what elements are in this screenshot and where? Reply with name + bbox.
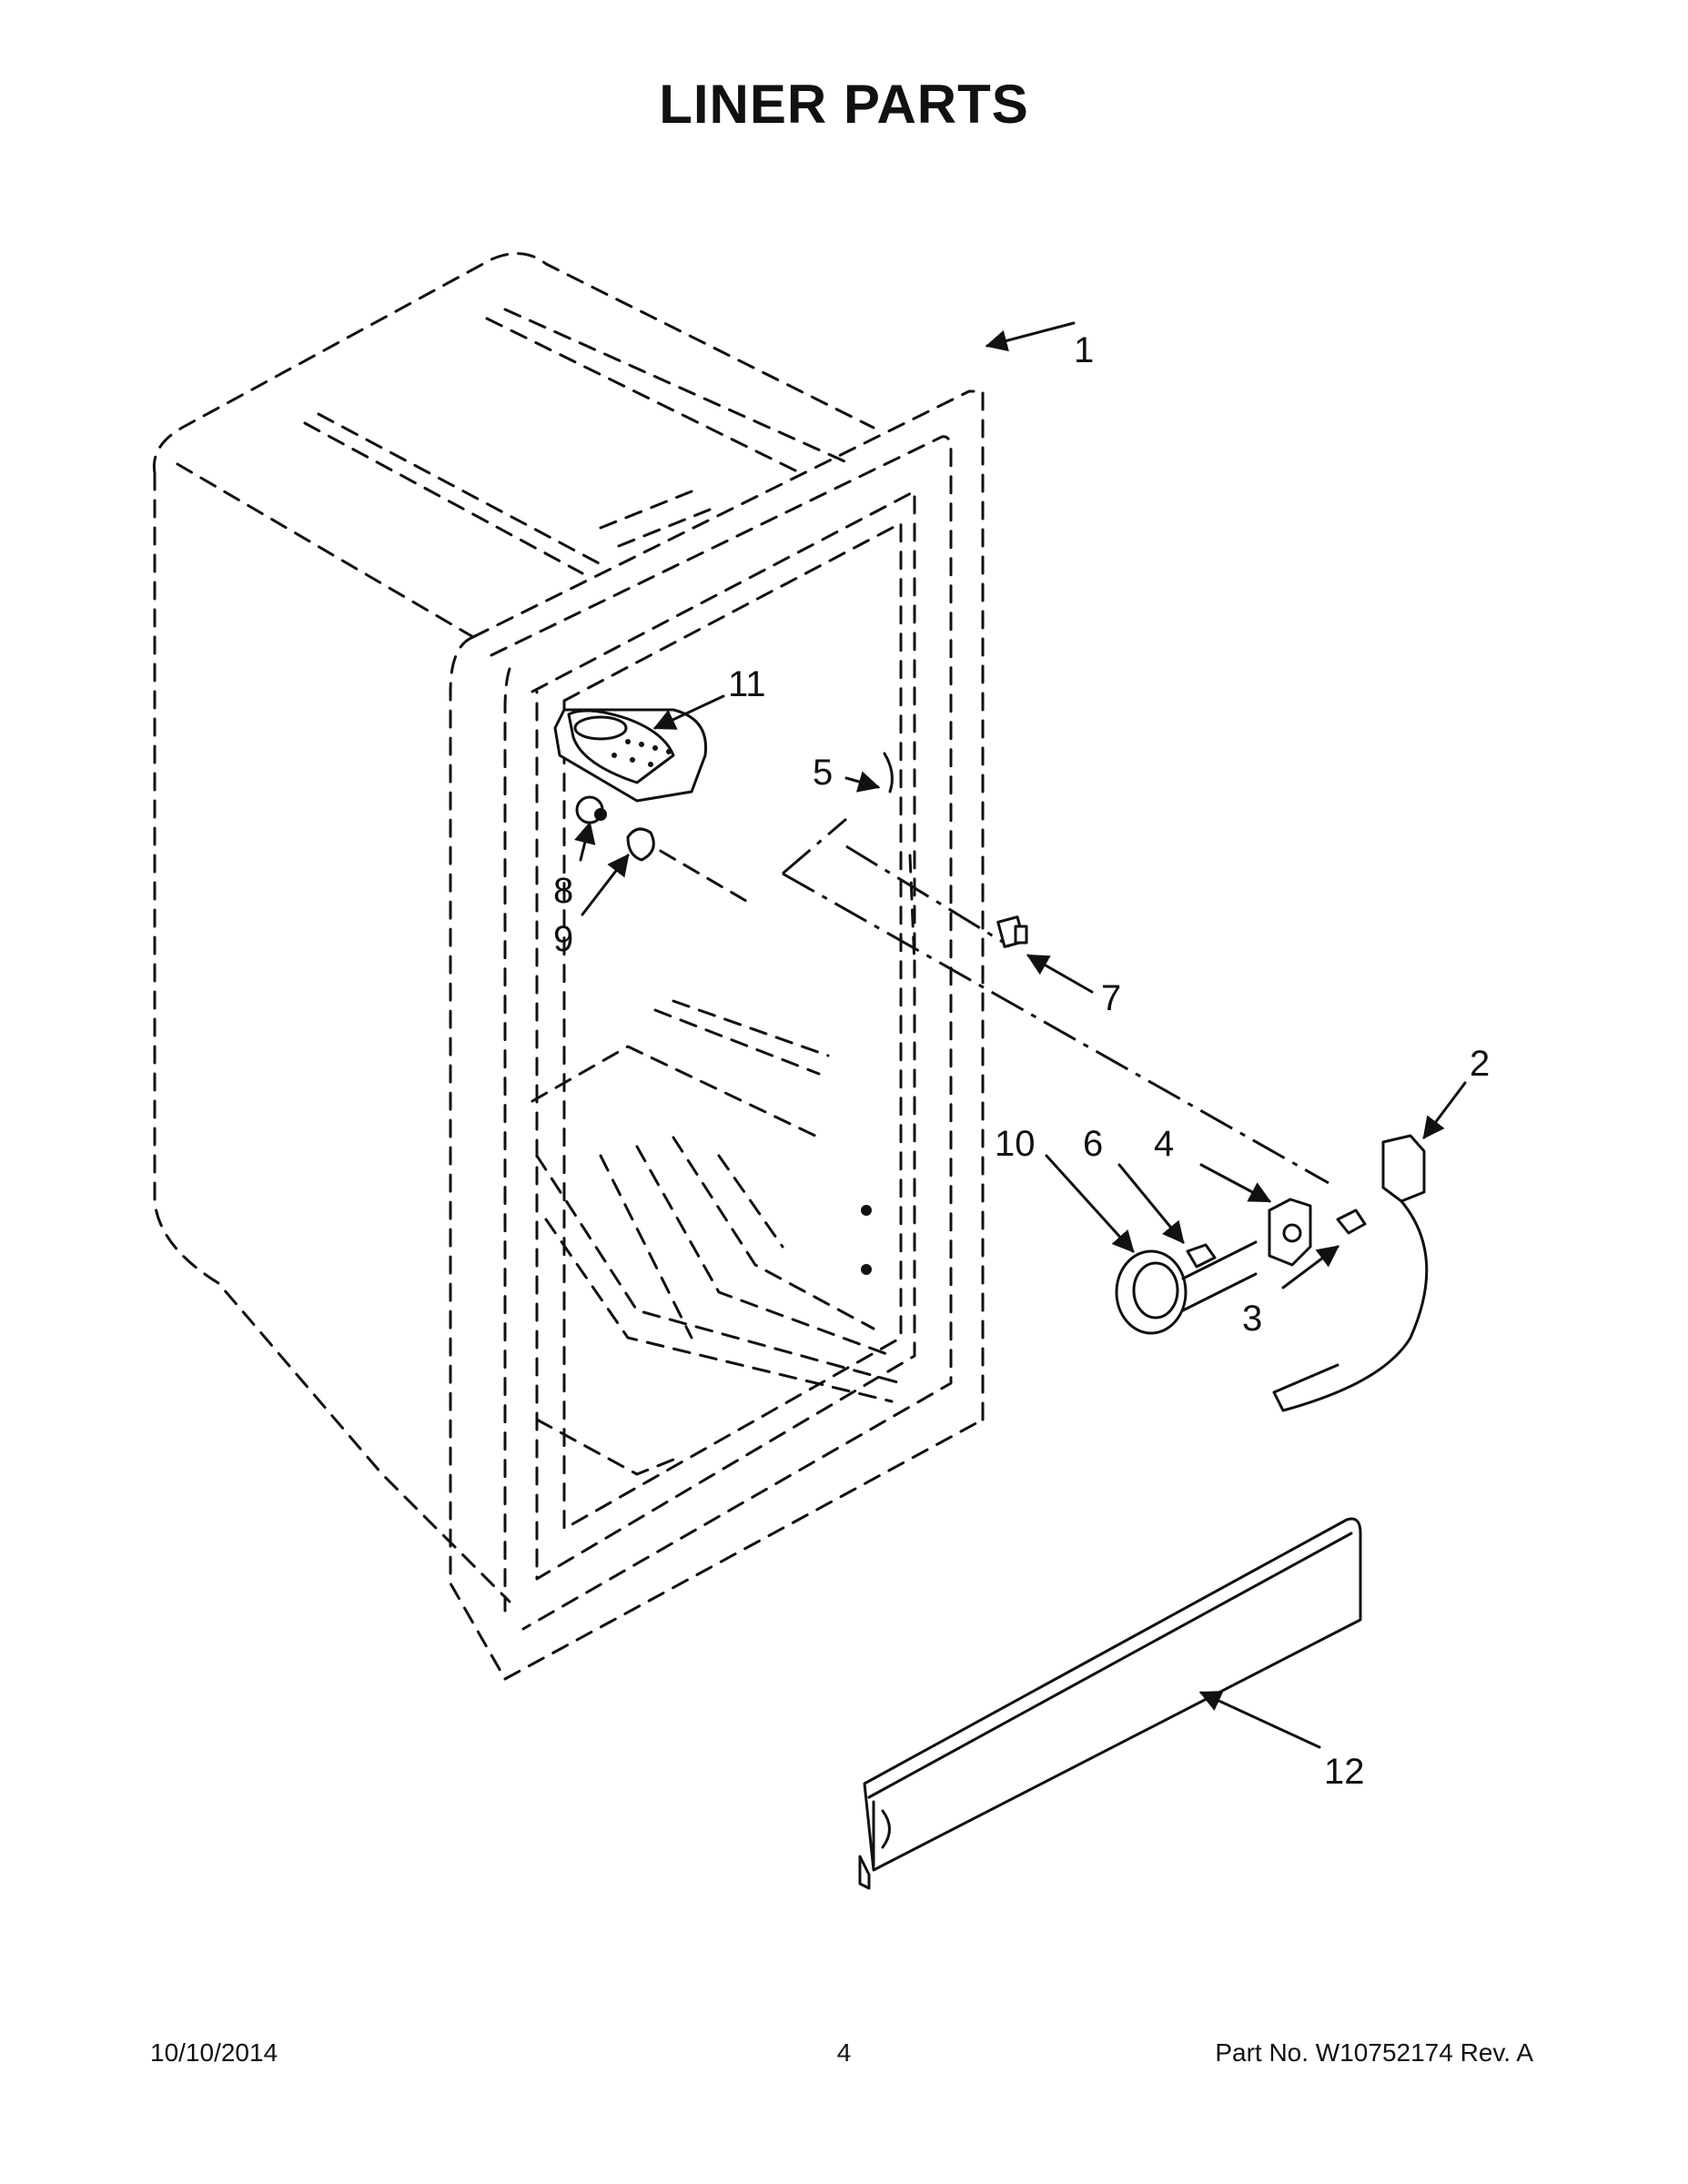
page-title: LINER PARTS bbox=[659, 74, 1029, 135]
callout-6: 6 bbox=[1083, 1124, 1103, 1164]
callout-4: 4 bbox=[1154, 1124, 1174, 1164]
callout-11: 11 bbox=[728, 664, 766, 704]
footer-part-number: Part No. W10752174 Rev. A bbox=[1215, 2038, 1533, 2067]
callout-7: 7 bbox=[1101, 978, 1121, 1018]
light-housing-part bbox=[553, 708, 708, 803]
screw-part-3 bbox=[1336, 1208, 1367, 1235]
callout-1: 1 bbox=[1074, 330, 1094, 370]
screw-part-6 bbox=[1186, 1243, 1217, 1269]
callout-8: 8 bbox=[553, 871, 573, 911]
callout-labels: 1 2 3 4 5 6 7 8 9 10 11 12 bbox=[553, 330, 1490, 1792]
control-part bbox=[1272, 1134, 1429, 1412]
callout-9: 9 bbox=[553, 919, 573, 959]
bulb-part bbox=[575, 795, 607, 824]
callout-10: 10 bbox=[995, 1124, 1036, 1164]
leader-arrows bbox=[574, 321, 1467, 1749]
callout-12: 12 bbox=[1324, 1752, 1365, 1792]
knob-part bbox=[1115, 1240, 1258, 1335]
trim-part bbox=[858, 1517, 1362, 1890]
callout-3: 3 bbox=[1242, 1299, 1262, 1339]
bracket-part bbox=[1268, 1198, 1312, 1267]
switch-part bbox=[996, 915, 1028, 948]
socket-part bbox=[626, 827, 655, 862]
footer-page-number: 4 bbox=[836, 2038, 852, 2067]
callout-2: 2 bbox=[1470, 1044, 1490, 1084]
liner-outline bbox=[152, 252, 1329, 1681]
clip-part bbox=[883, 752, 894, 794]
callout-5: 5 bbox=[813, 753, 833, 793]
footer-date: 10/10/2014 bbox=[150, 2038, 278, 2067]
